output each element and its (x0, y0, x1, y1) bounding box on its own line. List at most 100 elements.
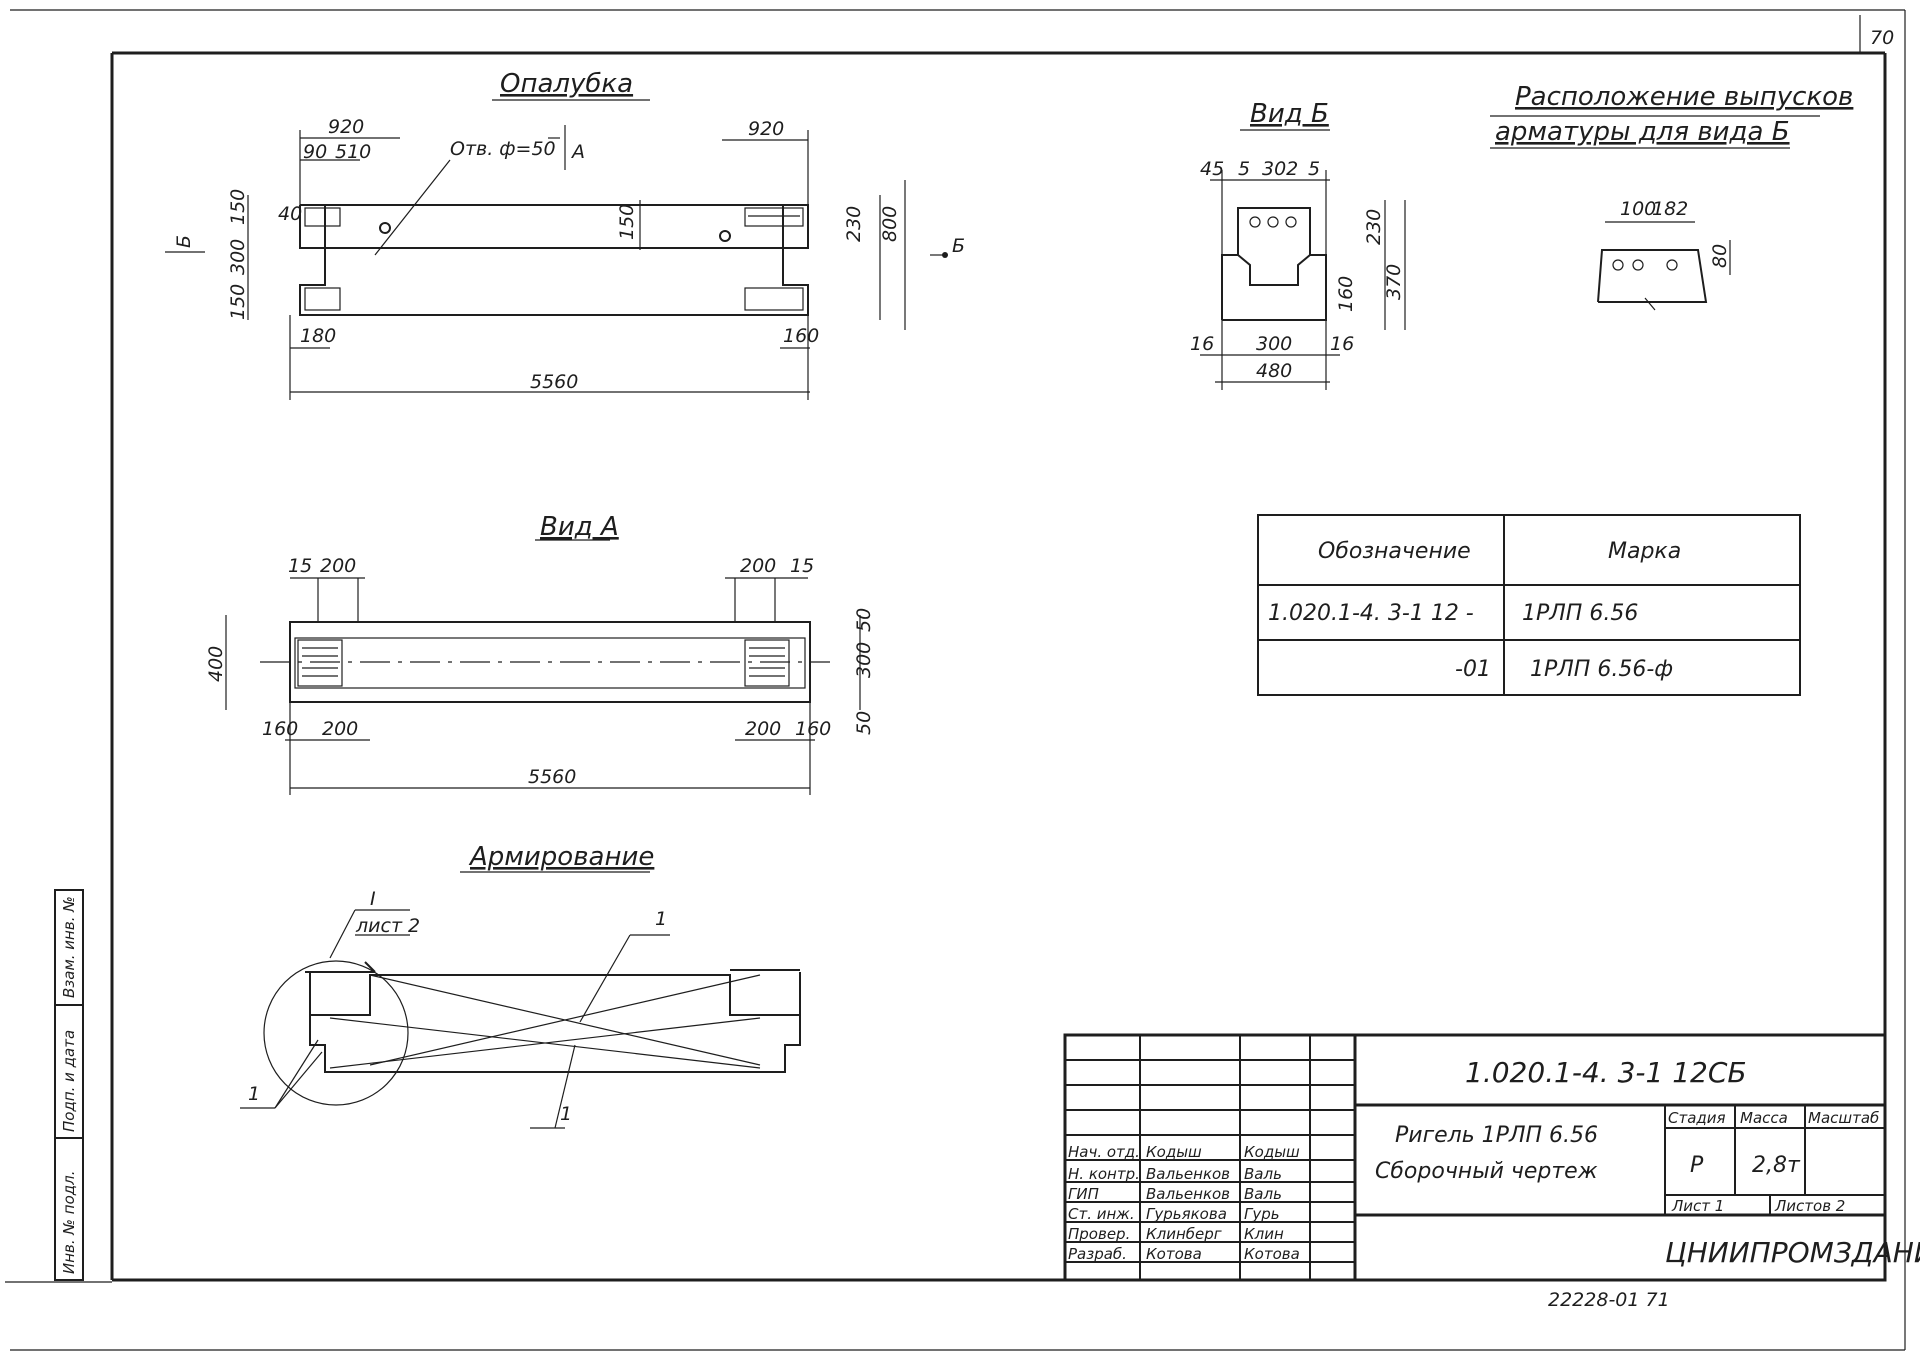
sign-1: Кодыш (1244, 1143, 1300, 1161)
dim-160-b: 160 (1335, 276, 1357, 312)
dim-200-bottom-left: 200 (322, 718, 358, 740)
dim-50-bottom: 50 (853, 711, 875, 735)
dim-800: 800 (879, 206, 901, 242)
position-1-bottom: 1 (560, 1103, 572, 1125)
dim-16-right: 16 (1330, 333, 1354, 355)
stamp-sign-date: Подп. и дата (60, 1030, 78, 1132)
bottom-code: 22228-01 71 (1548, 1289, 1670, 1311)
dim-300: 300 (227, 239, 249, 275)
designation-table: Обозначение Марка 1.020.1-4. 3-1 12 - 1Р… (1257, 514, 1801, 696)
dim-230: 230 (843, 206, 865, 242)
role-4: Ст. инж. (1068, 1205, 1135, 1223)
callout-roman: I (370, 888, 376, 910)
dim-160: 160 (783, 325, 819, 347)
name-6: Котова (1146, 1245, 1202, 1263)
table-header-designation: Обозначение (1318, 539, 1471, 564)
dim-5560-a: 5560 (528, 766, 576, 788)
stage-value: Р (1690, 1153, 1704, 1178)
table-row2-mark: 1РЛП 6.56-ф (1530, 657, 1673, 682)
name-4: Гурьякова (1146, 1205, 1227, 1223)
reinforcement-title: Армирование (468, 842, 654, 872)
dim-5-left: 5 (1238, 158, 1250, 180)
dim-5-right: 5 (1308, 158, 1320, 180)
table-row2-designation: -01 (1455, 657, 1491, 682)
dim-182: 182 (1652, 198, 1688, 220)
dim-50-top: 50 (853, 608, 875, 632)
dim-370: 370 (1383, 264, 1405, 300)
mass-value: 2,8т (1752, 1153, 1801, 1178)
hole-note: Отв. ф=50 (450, 138, 556, 160)
sheet-frame: 70 22228-01 71 (5, 9, 1906, 1351)
dim-302: 302 (1262, 158, 1298, 180)
view-b: Вид Б 45 5 302 5 230 370 160 16 300 16 4… (1190, 99, 1406, 390)
page-number: 70 (1870, 27, 1894, 49)
callout-sheet: лист 2 (355, 915, 420, 937)
scale-header: Масштаб (1808, 1109, 1879, 1127)
reinforcement-view: Армирование I лист 2 1 1 1 (240, 842, 801, 1129)
sign-3: Валь (1244, 1185, 1282, 1203)
role-6: Разраб. (1068, 1245, 1127, 1263)
sign-5: Клин (1244, 1225, 1284, 1243)
sheets-total: Листов 2 (1774, 1197, 1845, 1215)
stamp-inv-original: Инв. № подл. (60, 1171, 78, 1274)
position-1-left: 1 (248, 1083, 260, 1105)
dim-400: 400 (205, 646, 227, 682)
dim-160-left: 160 (262, 718, 298, 740)
view-a: Вид А 15 200 200 15 400 50 300 50 (205, 512, 875, 795)
dim-16-left: 16 (1190, 333, 1214, 355)
name-5: Клинберг (1146, 1225, 1222, 1243)
dim-45: 45 (1200, 158, 1224, 180)
outlets-layout: Расположение выпусков арматуры для вида … (1490, 82, 1853, 311)
dim-510: 510 (335, 141, 371, 163)
name-1: Кодыш (1146, 1143, 1202, 1161)
side-stamp: Взам. инв. № Подп. и дата Инв. № подл. (54, 889, 84, 1281)
formwork-title: Опалубка (500, 69, 633, 99)
role-3: ГИП (1068, 1185, 1099, 1203)
dim-90: 90 (303, 141, 327, 163)
mass-header: Масса (1740, 1109, 1788, 1127)
title-name-line1: Ригель 1РЛП 6.56 (1395, 1123, 1598, 1148)
dim-300-a: 300 (853, 642, 875, 678)
dim-200-top-left: 200 (320, 555, 356, 577)
view-mark-b-left: Б (173, 235, 195, 248)
role-1: Нач. отд. (1068, 1143, 1140, 1161)
dim-80: 80 (1709, 244, 1731, 268)
sheet-number: Лист 1 (1671, 1197, 1724, 1215)
sign-4: Гурь (1244, 1205, 1280, 1223)
title-block: 1.020.1-4. 3-1 12СБ Ригель 1РЛП 6.56 Сбо… (1063, 1033, 1920, 1282)
sign-2: Валь (1244, 1165, 1282, 1183)
dim-15-left: 15 (288, 555, 312, 577)
dim-200-top-right: 200 (740, 555, 776, 577)
table-row1-designation: 1.020.1-4. 3-1 12 - (1268, 601, 1474, 626)
dim-230-b: 230 (1363, 209, 1385, 245)
table-row1-mark: 1РЛП 6.56 (1522, 601, 1638, 626)
formwork-view: Опалубка 920 90 510 40 (165, 69, 965, 400)
section-mark-a: A (570, 141, 585, 163)
dim-300-b: 300 (1256, 333, 1292, 355)
stamp-replace-inv: Взам. инв. № (60, 896, 78, 998)
outlets-title-line1: Расположение выпусков (1515, 82, 1853, 112)
dim-920-left: 920 (328, 116, 364, 138)
dim-40: 40 (278, 203, 302, 225)
doc-code: 1.020.1-4. 3-1 12СБ (1465, 1056, 1747, 1089)
dim-160-right: 160 (795, 718, 831, 740)
dim-200-bottom-right: 200 (745, 718, 781, 740)
dim-180: 180 (300, 325, 336, 347)
position-1-top: 1 (655, 908, 667, 930)
dim-150-top: 150 (227, 189, 249, 225)
name-3: Вальенков (1146, 1185, 1230, 1203)
role-2: Н. контр. (1068, 1165, 1140, 1183)
dim-150-hole: 150 (616, 204, 638, 240)
dim-150-bottom: 150 (227, 284, 249, 320)
view-a-title: Вид А (540, 512, 619, 542)
organization: ЦНИИПРОМЗДАНИЙ (1665, 1235, 1920, 1269)
outlets-title-line2: арматуры для вида Б (1495, 117, 1790, 147)
dim-100-out: 100 (1620, 198, 1656, 220)
table-header-mark: Марка (1608, 539, 1681, 564)
dim-920-right: 920 (748, 118, 784, 140)
view-mark-b-right: Б (952, 235, 965, 257)
sign-6: Котова (1244, 1245, 1300, 1263)
role-5: Провер. (1068, 1225, 1130, 1243)
name-2: Вальенков (1146, 1165, 1230, 1183)
